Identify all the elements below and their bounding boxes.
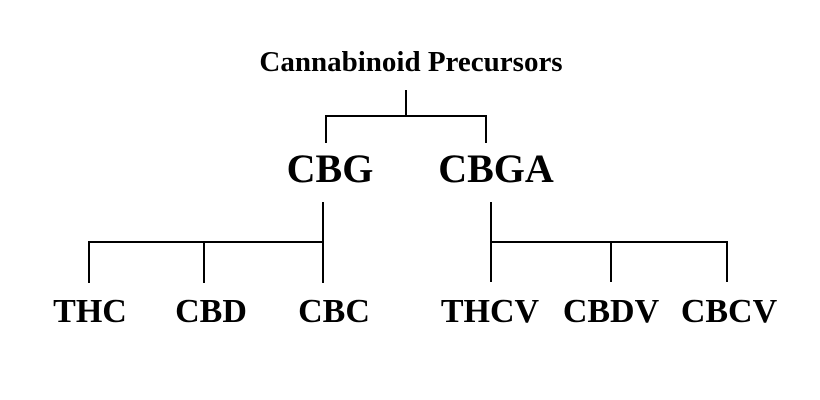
derivative-label-thc: THC (53, 293, 127, 330)
connector-cbga-bar (490, 241, 728, 243)
diagram-title: Cannabinoid Precursors (259, 46, 563, 78)
connector-cbga-drop-cbcv (726, 241, 728, 282)
connector-root-drop-right (485, 115, 487, 143)
derivative-label-thcv: THCV (440, 293, 540, 330)
connector-root-drop-left (325, 115, 327, 143)
derivative-label-cbc: CBC (298, 293, 370, 330)
precursor-label-cbga: CBGA (438, 146, 554, 191)
connector-root-bar (325, 115, 487, 117)
connector-cbg-drop-cbd (203, 241, 205, 283)
connector-cbga-drop-thcv (490, 241, 492, 282)
connector-cbg-bar (88, 241, 324, 243)
connector-cbg-stem (322, 202, 324, 243)
connector-cbg-drop-thc (88, 241, 90, 283)
connector-cbga-stem (490, 202, 492, 242)
derivative-label-cbcv: CBCV (680, 293, 778, 330)
connector-cbg-drop-cbc (322, 241, 324, 283)
derivative-label-cbdv: CBDV (562, 293, 660, 330)
connector-cbga-drop-cbdv (610, 241, 612, 282)
connector-root-stem (405, 90, 407, 117)
derivative-label-cbd: CBD (175, 293, 247, 330)
precursor-label-cbg: CBG (286, 146, 374, 191)
